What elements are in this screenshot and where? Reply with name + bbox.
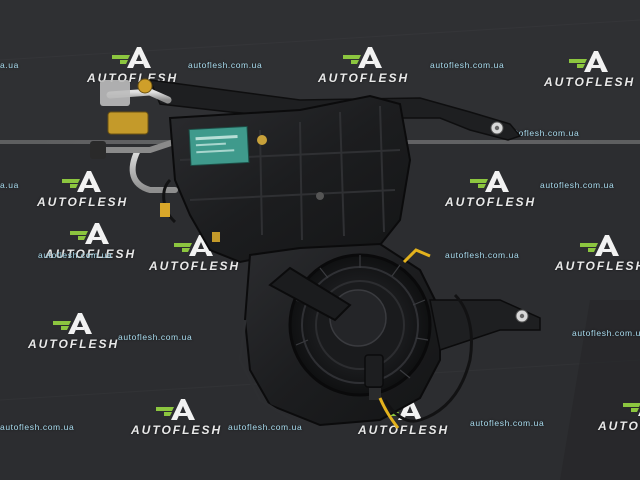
blower-motor [268, 253, 432, 400]
wiring-harness [160, 178, 473, 429]
evaporator-housing [168, 94, 412, 264]
refrigerant-pipes [90, 78, 183, 193]
resistor-mount [429, 299, 541, 351]
